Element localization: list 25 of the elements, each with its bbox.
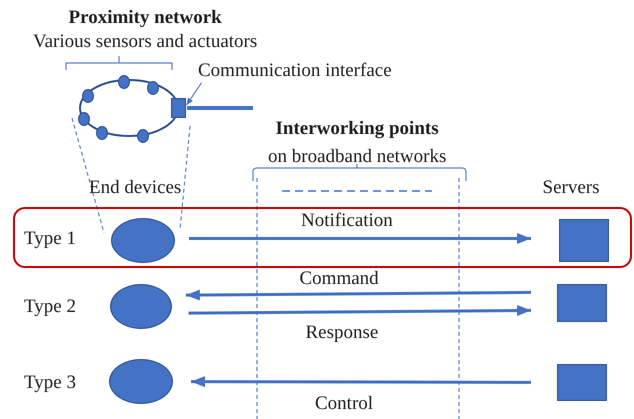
heading: Proximity network (68, 7, 222, 29)
interface-square (171, 98, 186, 118)
arrow (189, 233, 531, 244)
annotation-text: Communication interface (198, 60, 423, 82)
column-label: End devices (89, 177, 182, 199)
row-label: Type 3 (24, 372, 76, 394)
edge-label: Notification (301, 210, 393, 232)
arrow (186, 290, 532, 301)
highlight-frame (13, 207, 632, 268)
edge-label: Response (306, 322, 378, 344)
row-label: Type 2 (24, 296, 76, 318)
row-label: Type 1 (24, 228, 76, 250)
server-square (557, 364, 607, 401)
edge-label: Control (315, 393, 374, 415)
column-label: Servers (542, 177, 600, 199)
leader-line (186, 82, 202, 106)
server-square (559, 219, 609, 262)
server-square (557, 284, 607, 322)
edge-label: Command (300, 268, 379, 290)
subheading: on broadband networks (268, 146, 446, 168)
arrow (191, 376, 531, 388)
subheading: Various sensors and actuators (33, 31, 258, 53)
arrow (188, 305, 532, 316)
heading: Interworking points (276, 118, 439, 140)
connector-line (187, 106, 253, 110)
